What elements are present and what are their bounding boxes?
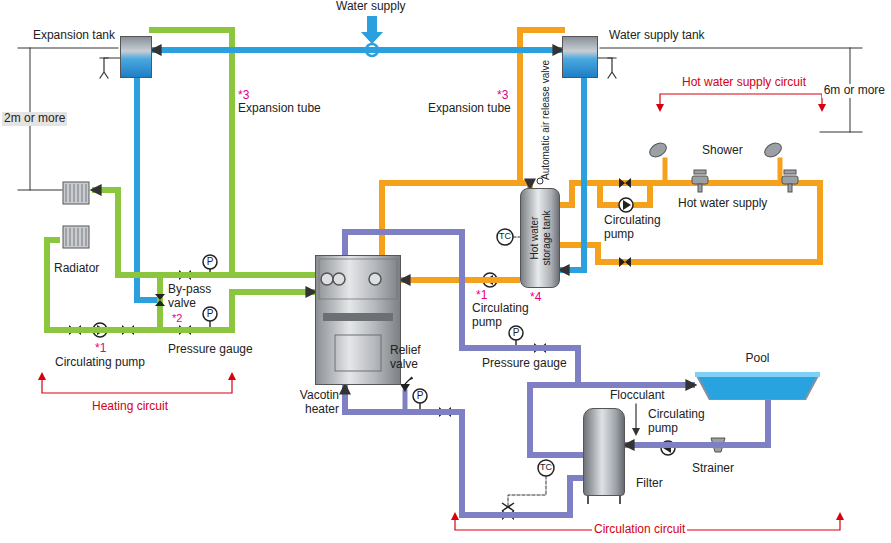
- water-supply-tank: Water supply tank: [562, 36, 598, 78]
- part-label: Radiator: [54, 262, 106, 276]
- callout-number: *2: [172, 312, 182, 325]
- pipe: [560, 183, 820, 262]
- callout-number: *1: [476, 289, 487, 303]
- signal-line: [508, 476, 546, 507]
- part-label: 2m or more: [2, 112, 67, 126]
- instrument-tag: TC: [495, 231, 515, 241]
- pipe: [137, 78, 156, 300]
- part-label: Strainer: [692, 462, 734, 476]
- callout-number: *1: [95, 342, 106, 356]
- signal-line: [513, 237, 520, 238]
- part-label: Circulation circuit: [592, 523, 687, 537]
- callout-number: *4: [530, 291, 541, 305]
- pipe: [152, 30, 232, 275]
- part-label: By-pass valve: [168, 283, 216, 311]
- heater-body: [315, 255, 401, 385]
- filter-leg: [588, 496, 620, 504]
- pipe-connector: [47, 240, 315, 330]
- pipe-connector: [625, 400, 768, 445]
- part-label: Shower: [702, 144, 743, 158]
- pipe-connector: [92, 190, 315, 275]
- inlet-arrow: [361, 16, 383, 44]
- arrow-head: [632, 428, 640, 436]
- pipe: [665, 160, 780, 183]
- expansion-tank: Expansion tank: [120, 36, 152, 78]
- part-label: Pressure gauge: [168, 343, 253, 357]
- part-label: Automatic air release valve: [540, 60, 552, 180]
- pool: Pool: [695, 372, 820, 400]
- gauge-circle: [203, 229, 554, 476]
- part-label: Heating circuit: [92, 400, 168, 414]
- bracket-arrows: [38, 104, 844, 520]
- instrument-tag: P: [200, 308, 220, 320]
- radiator-icon: [60, 180, 92, 252]
- instrument-tag: TC: [536, 462, 556, 472]
- drain-symbol: [608, 58, 616, 78]
- instrument-tag: P: [506, 327, 526, 339]
- pipe-connector: [152, 47, 562, 53]
- radiator: Radiator: [60, 180, 92, 252]
- part-label: Hot water supply: [678, 197, 767, 211]
- heater: Vacotin heater: [315, 255, 401, 385]
- hot-water-storage-tank: Hot water storage tank: [520, 188, 560, 288]
- callout-number: *3: [497, 89, 508, 103]
- part-label: Circulating pump: [472, 302, 536, 330]
- instrument-tag: P: [200, 256, 220, 268]
- circuit-bracket: [660, 94, 822, 106]
- part-label: Circulating pump: [55, 356, 145, 370]
- part-label: Filter: [636, 477, 676, 491]
- filter: Filter: [583, 408, 625, 496]
- part-label: Water supply: [336, 0, 406, 14]
- part-label: Circulating pump: [648, 408, 710, 436]
- part-label: Flocculant: [610, 389, 665, 403]
- pipe-connector: [345, 385, 583, 515]
- dosing-arrow: [635, 404, 636, 430]
- instrument-tag: P: [410, 390, 430, 402]
- part-label: 6m or more: [822, 84, 887, 98]
- callout-number: *3: [238, 89, 249, 103]
- part-label: Vacotin heater: [291, 389, 339, 417]
- drain-symbol: [100, 58, 108, 78]
- part-label: Pool: [735, 352, 780, 366]
- part-label: Expansion tank: [29, 29, 115, 43]
- part-label: Pressure gauge: [482, 357, 567, 371]
- pipe-connector: [382, 183, 530, 255]
- drain-pipe: [104, 58, 612, 59]
- part-label: Expansion tube: [238, 102, 321, 116]
- relief-spring: [405, 377, 413, 384]
- part-label: Expansion tube: [428, 102, 511, 116]
- fixture: [647, 140, 798, 192]
- pool-basin: [695, 372, 820, 400]
- part-label: Water supply tank: [609, 29, 721, 43]
- part-label: Relief valve: [390, 344, 434, 372]
- part-label: Circulating pump: [604, 214, 666, 242]
- pipe-connector: [560, 78, 584, 270]
- control-valve: [502, 503, 514, 511]
- pipe: [530, 385, 583, 455]
- tank-label: Hot water storage tank: [529, 199, 552, 277]
- part-label: Hot water supply circuit: [682, 76, 806, 90]
- circuit-bracket: [42, 378, 232, 393]
